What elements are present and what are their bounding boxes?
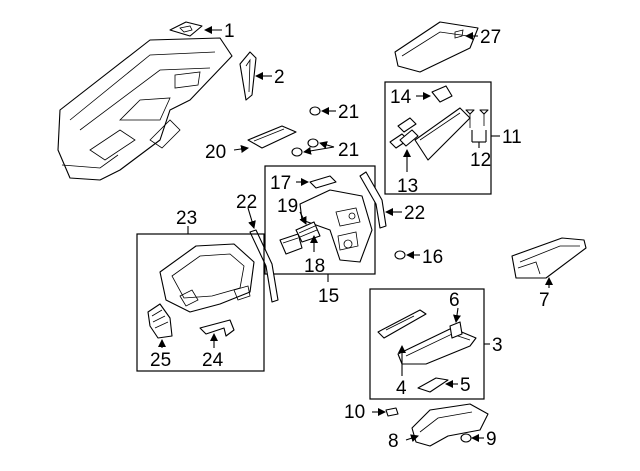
part-8-lower-cover: 8 xyxy=(388,403,489,452)
callout-2: 2 xyxy=(274,67,285,88)
callout-27: 27 xyxy=(480,27,501,48)
callout-4: 4 xyxy=(396,378,407,399)
part-2-side-trim: 2 xyxy=(239,51,285,101)
callout-9: 9 xyxy=(486,429,497,450)
part-23-strip: 22 xyxy=(236,192,279,303)
group-11-box: 11 14 12 13 xyxy=(384,81,522,197)
callout-20: 20 xyxy=(205,142,226,163)
callout-21b: 21 xyxy=(338,140,359,161)
callout-18: 18 xyxy=(304,256,325,277)
callout-8: 8 xyxy=(388,431,399,452)
callout-10: 10 xyxy=(344,402,365,423)
callout-13: 13 xyxy=(397,176,418,197)
group-3-box: 3 4 6 5 xyxy=(369,288,503,400)
instrument-panel xyxy=(57,37,233,181)
part-9-clip: 9 xyxy=(460,429,497,450)
callout-14: 14 xyxy=(390,87,412,108)
part-20-bracket: 20 xyxy=(205,125,297,163)
callout-16: 16 xyxy=(422,247,443,268)
callout-26: 25 xyxy=(150,350,171,371)
part-21-clips: 21 21 xyxy=(291,102,359,161)
callout-12: 12 xyxy=(470,150,491,171)
part-22-trim-strip: 22 xyxy=(359,171,425,229)
group-24-box: 23 25 24 xyxy=(136,208,265,372)
callout-11: 11 xyxy=(502,127,522,148)
part-1-cap: 1 xyxy=(169,21,235,42)
callout-25: 24 xyxy=(202,350,224,371)
part-16-clip: 16 xyxy=(394,247,443,268)
callout-22: 22 xyxy=(404,203,425,224)
callout-15: 15 xyxy=(318,286,339,307)
callout-21a: 21 xyxy=(338,102,359,123)
part-27-glovebox-lid: 27 xyxy=(394,21,501,73)
callout-17: 17 xyxy=(270,173,291,194)
part-7-compartment: 7 xyxy=(511,237,587,311)
callout-19: 19 xyxy=(277,196,298,217)
callout-5: 5 xyxy=(460,375,471,396)
callout-7: 7 xyxy=(539,290,550,311)
part-10-clip: 10 xyxy=(344,402,399,423)
callout-1: 1 xyxy=(224,21,235,42)
callout-23: 22 xyxy=(236,192,257,213)
callout-24: 23 xyxy=(176,208,197,229)
group-15-box: 15 17 19 18 xyxy=(264,165,376,307)
callout-3: 3 xyxy=(492,335,503,356)
callout-6: 6 xyxy=(449,290,460,311)
